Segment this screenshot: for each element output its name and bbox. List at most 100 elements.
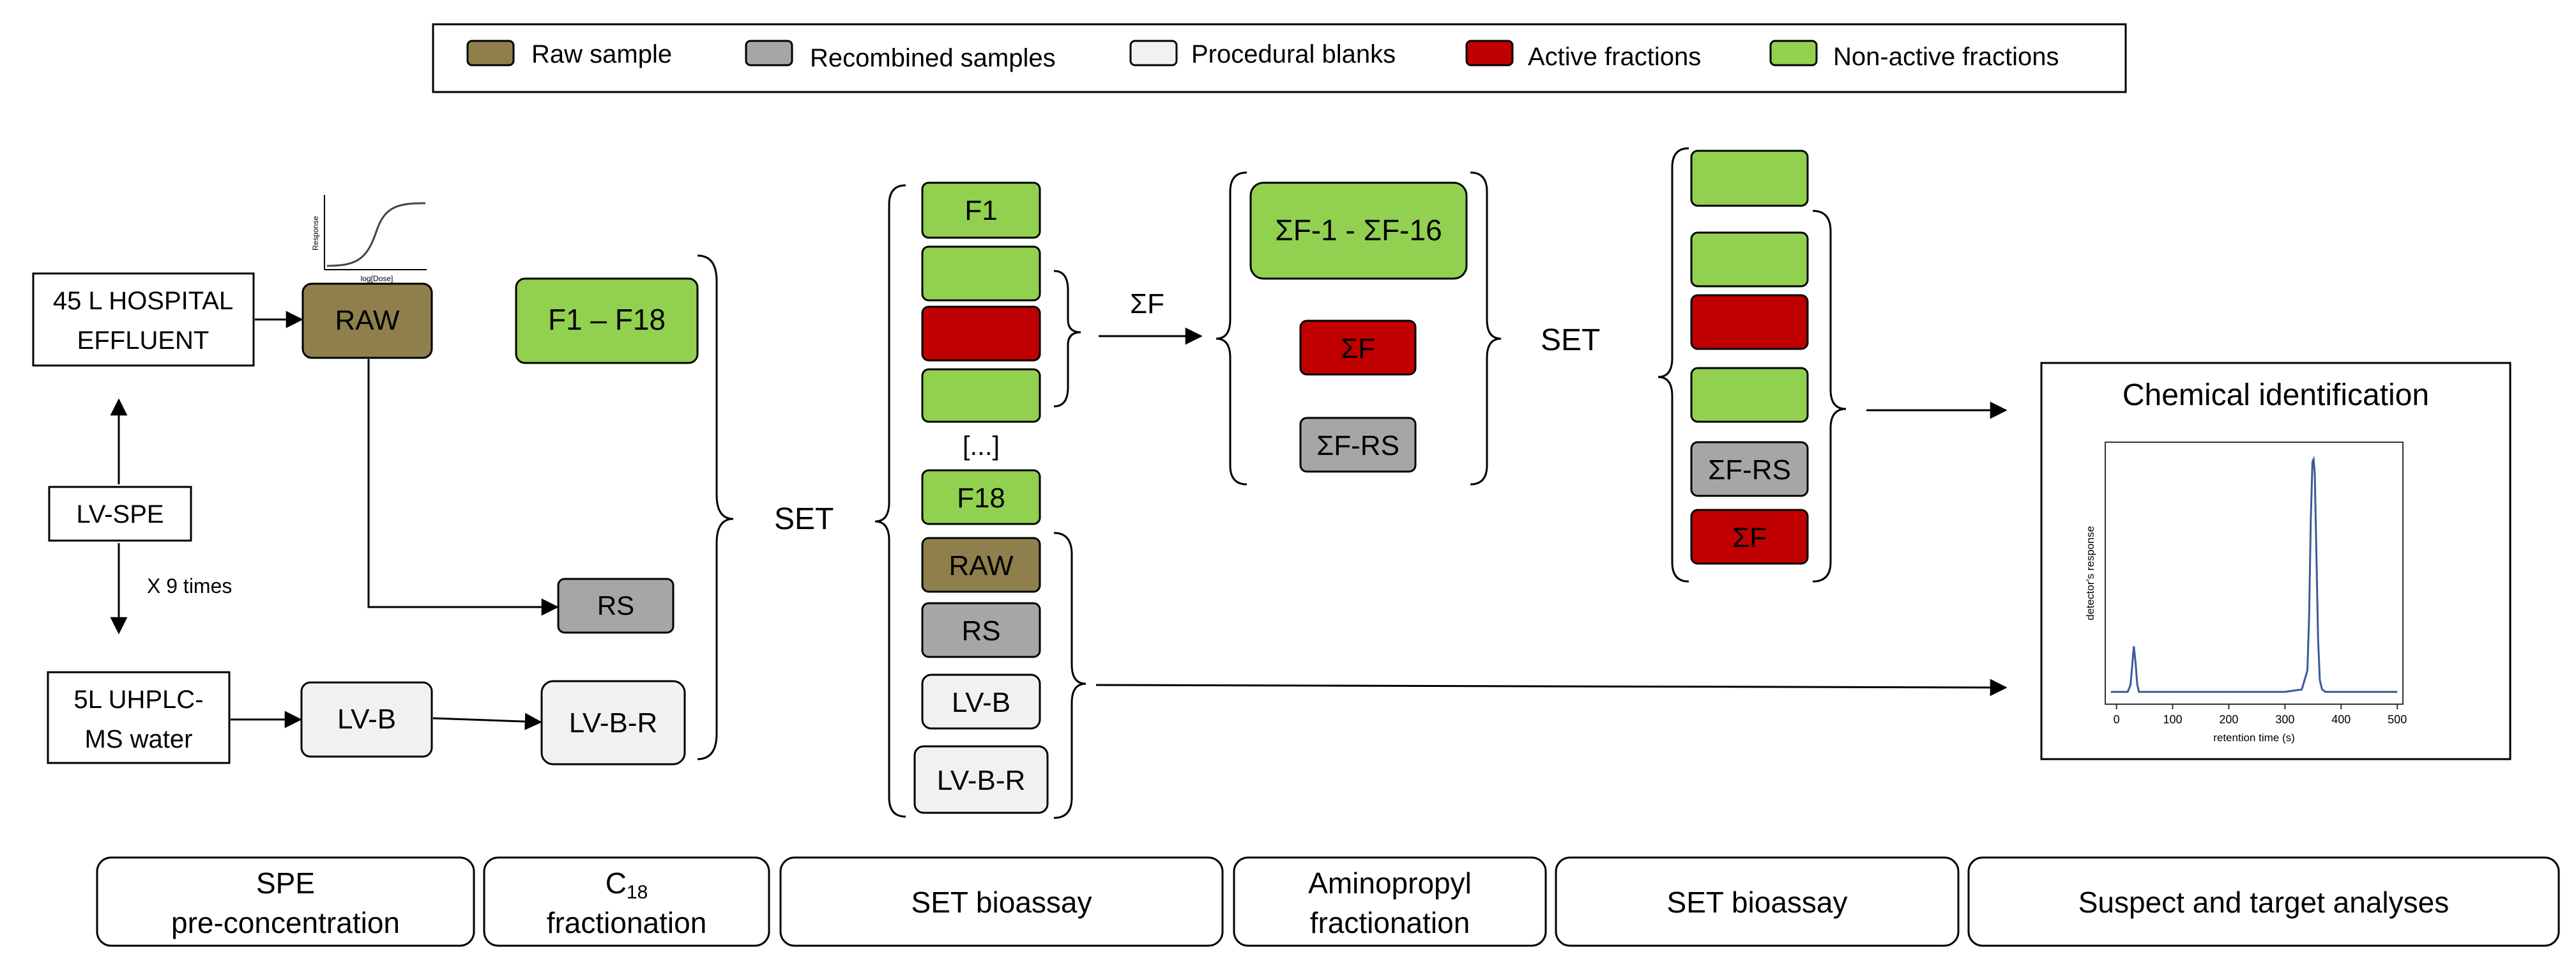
chromatogram-tick-label: 100: [2163, 713, 2182, 726]
hospital-effluent-box: [32, 272, 255, 367]
set2-nonactive-box-3: [1690, 367, 1809, 423]
step-aminopropyl-line1: Aminopropyl: [1308, 866, 1472, 900]
lv-b-label: LV-B: [337, 704, 396, 735]
sum-f-label: ΣF: [1130, 288, 1164, 319]
aminopropyl-range-box: [1249, 181, 1468, 280]
uhplc-water-line2: MS water: [85, 725, 193, 753]
step-set1-label: SET bioassay: [911, 886, 1092, 919]
legend-recombined-label: Recombined samples: [810, 44, 1056, 72]
set1-raw-label: RAW: [949, 550, 1013, 581]
set1-raw-box: [921, 537, 1041, 593]
aminopropyl-section: ΣF-1 - ΣF-16 ΣF ΣF-RS: [1216, 171, 1502, 486]
arrow-samples-to-chem-id: [1095, 679, 2008, 697]
dose-response-xlabel: log[Dose]: [361, 274, 393, 283]
legend: Raw sample Recombined samples Procedural…: [432, 23, 2127, 93]
set1-nonactive-box-2: [921, 368, 1041, 423]
raw-label: RAW: [335, 305, 399, 336]
set1-lv-b-r-label: LV-B-R: [937, 765, 1026, 796]
step-set1-box: [779, 856, 1224, 947]
uhplc-water-line1: 5L UHPLC-: [73, 686, 203, 714]
step-suspect-box: [1967, 856, 2560, 947]
legend-raw-label: Raw sample: [531, 40, 672, 68]
set1-ellipsis: [...]: [963, 431, 1000, 461]
aminopropyl-range-label: ΣF-1 - ΣF-16: [1275, 213, 1442, 247]
set-bioassay-1-section: F1 [...] F18 RAW RS LV-B LV-B-R ΣF: [874, 181, 1203, 819]
repeat-times-label: X 9 times: [147, 574, 232, 597]
set-label-2: SET: [1541, 323, 1600, 357]
chromatogram-x-ticks: 0 100 200 300 400 500: [2114, 704, 2407, 726]
set2-sum-rs-label: ΣF-RS: [1708, 454, 1791, 486]
step-c18-box: [483, 856, 770, 947]
step-set2-label: SET bioassay: [1667, 886, 1848, 919]
step-suspect-label: Suspect and target analyses: [2078, 886, 2449, 919]
step-set2-box: [1555, 856, 1960, 947]
aminopropyl-sum-rs-box: [1299, 417, 1417, 473]
step-aminopropyl-line2: fractionation: [1310, 906, 1470, 939]
chem-id-title: Chemical identification: [2123, 378, 2429, 412]
chromatogram-frame: [2105, 442, 2404, 705]
lv-spe-box: [48, 486, 192, 542]
chromatogram-tick-label: 500: [2388, 713, 2407, 726]
rs-label: RS: [597, 590, 634, 620]
dose-response-ylabel: Response: [311, 216, 320, 250]
step-spe-box: [96, 856, 475, 947]
dose-response-curve: log[Dose] Response: [311, 195, 427, 283]
set2-active-box: [1690, 294, 1809, 350]
spe-section: 45 L HOSPITAL EFFLUENT LV-SPE X 9 times …: [32, 195, 433, 764]
arrow-raw-to-rs: [367, 359, 559, 616]
legend-frame: [432, 23, 2127, 93]
chromatogram-tick-label: 400: [2331, 713, 2351, 726]
uhplc-water-box: [47, 671, 231, 764]
c18-brace: [697, 254, 734, 760]
hospital-effluent-line1: 45 L HOSPITAL: [53, 287, 233, 315]
aminopropyl-right-brace: [1470, 171, 1502, 486]
set2-right-brace: [1812, 210, 1847, 583]
set2-sum-f-label: ΣF: [1732, 522, 1767, 553]
set2-left-brace: [1658, 147, 1689, 583]
set1-rs-label: RS: [961, 615, 1000, 647]
set1-samples-brace: [1053, 532, 1086, 819]
aminopropyl-sum-rs-label: ΣF-RS: [1316, 430, 1399, 461]
chromatogram-tick-label: 200: [2219, 713, 2238, 726]
c18-section: F1 – F18 RS LV-B-R: [367, 254, 734, 766]
f1-f18-label: F1 – F18: [548, 303, 666, 336]
step-c18-subscript: 18: [627, 882, 648, 903]
chromatogram-tick-label: 0: [2114, 713, 2120, 726]
step-c18-line2: fractionation: [547, 906, 707, 939]
step-spe-line2: pre-concentration: [171, 906, 400, 939]
set2-sum-f-box: [1690, 509, 1809, 565]
dose-response-sigmoid: [326, 202, 426, 267]
set1-sum-brace: [1053, 270, 1081, 408]
chromatogram-tick-label: 300: [2275, 713, 2294, 726]
set1-f1-label: F1: [964, 195, 997, 226]
legend-swatch-active: [1465, 40, 1514, 66]
aminopropyl-left-brace: [1216, 171, 1247, 486]
set2-nonactive-box-1: [1690, 150, 1809, 207]
lv-b-r-label: LV-B-R: [569, 707, 658, 739]
set1-left-brace: [874, 184, 906, 818]
legend-swatch-non-active: [1769, 40, 1818, 66]
step-c18-main: C: [606, 866, 627, 900]
set1-f1-box: [921, 181, 1041, 239]
set2-sum-rs-box: [1690, 441, 1809, 497]
legend-non-active-label: Non-active fractions: [1833, 43, 2059, 71]
hospital-effluent-line2: EFFLUENT: [77, 327, 210, 355]
step-c18-line1: C18: [606, 866, 648, 903]
chromatogram-trace: [2110, 456, 2398, 693]
f1-f18-box: [515, 277, 699, 364]
step-bar: SPE pre-concentration C18 fractionation …: [96, 856, 2560, 947]
set1-lv-b-box: [921, 674, 1041, 730]
aminopropyl-sum-f-box: [1299, 319, 1417, 376]
set1-f18-label: F18: [957, 482, 1005, 514]
lv-b-r-box: [540, 680, 686, 766]
arrow-lvb-to-lvbr: [432, 712, 542, 730]
lv-spe-label: LV-SPE: [76, 500, 164, 528]
set1-lv-b-label: LV-B: [952, 687, 1010, 718]
set1-lv-b-r-box: [913, 745, 1049, 814]
legend-swatch-blank: [1129, 40, 1178, 66]
set-bioassay-2-section: ΣF-RS ΣF: [1658, 147, 2008, 583]
chromatogram-xlabel: retention time (s): [2213, 732, 2295, 744]
aminopropyl-sum-f-label: ΣF: [1341, 333, 1375, 364]
set1-nonactive-box-1: [921, 245, 1041, 302]
